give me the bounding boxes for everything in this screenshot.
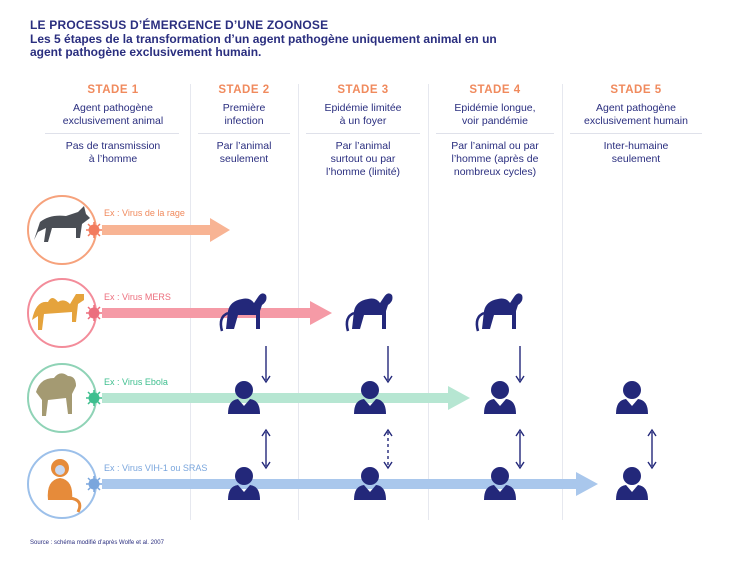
monkey-icon — [477, 293, 523, 331]
arrow-ebola — [102, 386, 470, 410]
virus-icon — [86, 390, 102, 406]
arrow-mers — [102, 301, 332, 325]
example-label-vih: Ex : Virus VIH-1 ou SRAS — [104, 463, 207, 473]
transmission-arrows — [262, 346, 656, 468]
human-icon — [484, 381, 516, 414]
human-icon — [616, 381, 648, 414]
virus-icon — [86, 476, 102, 492]
arrow-rage — [102, 218, 230, 242]
example-label-rage: Ex : Virus de la rage — [104, 208, 185, 218]
virus-icon — [86, 222, 102, 238]
example-label-ebola: Ex : Virus Ebola — [104, 377, 168, 387]
virus-icon — [86, 305, 102, 321]
monkey-icon — [347, 293, 393, 331]
human-icon — [616, 467, 648, 500]
source-note: Source : schéma modifié d’après Wolfe et… — [30, 540, 164, 546]
arrow-vih — [102, 472, 598, 496]
example-label-mers: Ex : Virus MERS — [104, 292, 171, 302]
